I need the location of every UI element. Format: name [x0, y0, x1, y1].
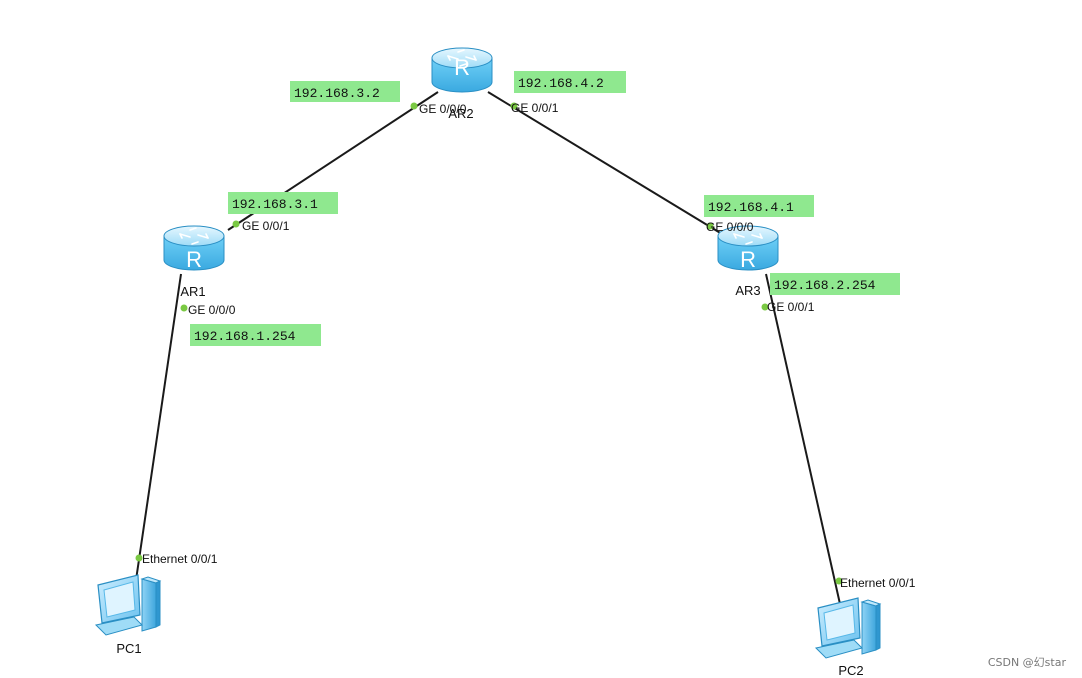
- svg-text:192.168.1.254: 192.168.1.254: [194, 329, 296, 344]
- ip-label-ar1-ge001: 192.168.3.1: [228, 192, 338, 214]
- port-dot-ar1-ge000: [180, 304, 188, 312]
- device-label-pc1: PC1: [116, 641, 141, 656]
- port-label-ar2-ge001: GE 0/0/1: [511, 101, 559, 115]
- port-label-pc1-eth: Ethernet 0/0/1: [142, 552, 218, 566]
- ip-label-ar2-ge001: 192.168.4.2: [514, 71, 626, 93]
- router-ar1[interactable]: R: [163, 225, 225, 272]
- ip-label-ar3-ge000: 192.168.4.1: [704, 195, 814, 217]
- port-label-ar2-ge000: GE 0/0/0: [419, 102, 467, 116]
- device-label-ar2: AR2: [448, 106, 473, 121]
- port-dot-ar3-ge000: [706, 222, 714, 230]
- port-label-pc2-eth: Ethernet 0/0/1: [840, 576, 916, 590]
- ip-label-ar2-ge000: 192.168.3.2: [290, 81, 400, 102]
- ip-label-ar1-ge000: 192.168.1.254: [190, 324, 321, 346]
- port-dot-pc2-eth: [835, 577, 843, 585]
- port-dots: [135, 102, 843, 585]
- port-dot-ar1-ge001: [232, 220, 240, 228]
- device-label-ar3: AR3: [735, 283, 760, 298]
- pc-pc2[interactable]: [815, 597, 881, 659]
- router-ar3[interactable]: R: [717, 225, 779, 272]
- device-label-pc2: PC2: [838, 663, 863, 678]
- port-dot-ar3-ge001: [761, 303, 769, 311]
- link-ar3-pc2: [765, 273, 841, 605]
- svg-text:192.168.4.1: 192.168.4.1: [708, 200, 794, 215]
- port-dot-pc1-eth: [135, 554, 143, 562]
- watermark-text: CSDN @幻star: [988, 656, 1067, 669]
- link-ar1-pc1: [135, 273, 182, 581]
- svg-text:192.168.2.254: 192.168.2.254: [774, 278, 876, 293]
- router-ar2[interactable]: R: [431, 47, 493, 93]
- port-dot-ar2-ge001: [510, 102, 518, 110]
- device-label-ar1: AR1: [180, 284, 205, 299]
- port-label-ar3-ge000: GE 0/0/0: [706, 220, 754, 234]
- svg-text:192.168.3.2: 192.168.3.2: [294, 86, 380, 101]
- router-glyph: R: [740, 247, 756, 272]
- links-layer: [135, 91, 841, 605]
- port-label-ar3-ge001: GE 0/0/1: [767, 300, 815, 314]
- port-dot-ar2-ge000: [410, 102, 418, 110]
- port-label-ar1-ge000: GE 0/0/0: [188, 303, 236, 317]
- router-glyph: R: [454, 55, 470, 80]
- pc-icon: [815, 597, 881, 659]
- link-ar2-ar3: [487, 91, 723, 235]
- svg-text:192.168.4.2: 192.168.4.2: [518, 76, 604, 91]
- svg-text:192.168.3.1: 192.168.3.1: [232, 197, 318, 212]
- router-glyph: R: [186, 247, 202, 272]
- port-label-ar1-ge001: GE 0/0/1: [242, 219, 290, 233]
- ip-label-ar3-ge001: 192.168.2.254: [770, 273, 900, 295]
- pc-icon: [95, 574, 161, 636]
- pc-pc1[interactable]: [95, 574, 161, 636]
